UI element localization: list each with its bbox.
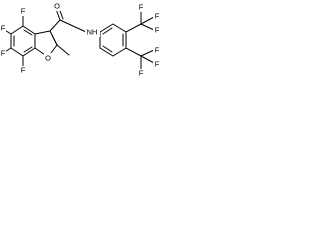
amide-nh-label: NH [87,28,98,37]
fluoro-substituent-bonds [2,13,24,69]
fluorine-label: F [155,60,160,69]
bond [102,27,113,35]
phenyl-ring-bonds [99,23,127,57]
bond [112,47,127,57]
bond [140,23,155,31]
ring-oxygen-label: O [45,54,51,63]
fluorine-label: F [155,12,160,21]
fluorine-label: F [1,49,6,58]
bond [34,30,51,35]
bond [22,47,36,57]
fluorine-label: F [21,66,26,75]
bond [49,19,61,32]
cf3-top-bonds [125,11,155,33]
bond [99,23,114,33]
carbonyl-oxygen-label: O [54,2,60,11]
bond [140,16,155,25]
fluorine-label: F [1,24,6,33]
bond [51,34,58,46]
chemical-structure-diagram: F F F F O O NH F F F F F F [0,2,161,78]
fluorine-label: F [139,3,144,12]
bond [140,49,155,57]
fluorine-label: F [155,46,160,55]
fluorine-label: F [155,26,160,35]
bond [23,46,33,53]
bond [59,19,87,33]
carbonyl-bonds [49,7,87,33]
bond [22,25,36,35]
bond [99,47,114,57]
bond [102,45,113,53]
fluorine-label: F [21,7,26,16]
atom-labels: F F F F O O NH F F F F F F [0,2,161,78]
benzene-ring-bonds [10,25,36,57]
cf3-bottom-bonds [125,47,155,70]
bond [125,23,142,33]
bond [125,47,142,57]
methyl-bond [56,44,70,56]
bond [10,47,24,57]
bond [112,23,127,33]
fluorine-label: F [139,69,144,78]
bond [23,29,33,36]
bond [140,55,155,64]
bond [10,25,24,35]
